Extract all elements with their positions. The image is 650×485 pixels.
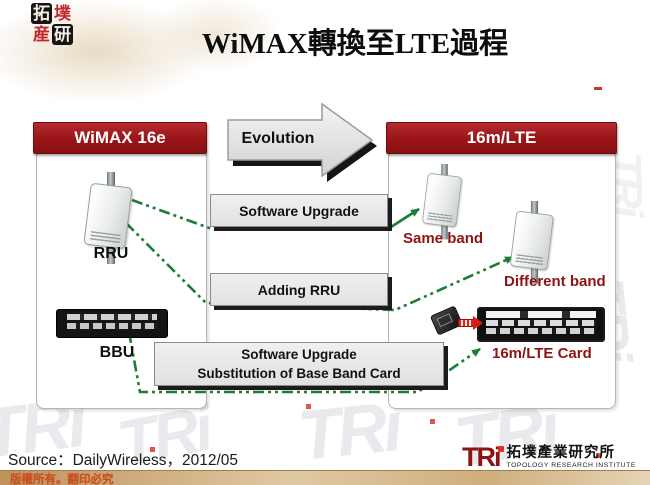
adding-rru-bar: Adding RRU — [210, 273, 388, 306]
seal-char: 墣 — [54, 4, 71, 23]
footer-bar — [0, 470, 650, 485]
upgrade-substitution-bar: Software Upgrade Substitution of Base Ba… — [154, 342, 444, 386]
lte-server-image — [477, 307, 605, 342]
watermark-red-dot — [150, 447, 155, 452]
rru-body — [83, 182, 133, 250]
different-band-label: Different band — [504, 273, 606, 290]
server-slot-row — [486, 311, 596, 318]
bar-label: Adding RRU — [257, 281, 341, 298]
evolution-label: Evolution — [241, 130, 315, 147]
wimax-column-header: WiMAX 16e — [33, 122, 207, 154]
tri-seal-logo: 拓 墣 産 研 — [31, 3, 73, 45]
same-band-device-image — [421, 164, 467, 240]
different-band-device-image — [509, 201, 559, 284]
bar-label: Substitution of Base Band Card — [197, 366, 401, 381]
bbu-server-image — [56, 309, 168, 338]
tri-logotype: TRi — [462, 442, 504, 472]
seal-char: 拓 — [31, 3, 52, 24]
server-slot-row — [486, 328, 596, 334]
red-arrow-icon — [458, 316, 483, 330]
tri-watermark: TRi — [294, 386, 403, 476]
tri-footer-logo: TRi 拓墣產業研究所 TOPOLOGY RESEARCH INSTITUTE — [462, 442, 636, 472]
rru-body — [509, 210, 554, 271]
watermark-red-dot — [430, 419, 435, 424]
bar-label: Software Upgrade — [241, 347, 357, 362]
lte-card-label: 16m/LTE Card — [492, 345, 592, 362]
tri-english-name: TOPOLOGY RESEARCH INSTITUTE — [506, 462, 636, 469]
seal-char: 研 — [52, 24, 73, 45]
evolution-arrow-shape — [227, 102, 377, 182]
bbu-label: BBU — [99, 344, 135, 361]
source-citation: Source：DailyWireless，2012/05 — [8, 452, 239, 469]
red-dash-decoration — [594, 87, 602, 90]
tri-chinese-name: 拓墣產業研究所 — [506, 445, 615, 461]
copyright-notice: 版權所有。翻印必究 — [10, 474, 114, 485]
watermark-red-dot — [596, 453, 601, 458]
seal-char: 産 — [33, 25, 50, 44]
server-slot-row — [67, 314, 157, 320]
slide-title: WiMAX轉換至LTE過程 — [201, 28, 509, 60]
watermark-red-dot — [540, 446, 545, 451]
watermark-red-dot — [306, 404, 311, 409]
server-slot-row — [67, 323, 157, 329]
rru-label: RRU — [93, 245, 129, 262]
rru-device-image — [83, 172, 138, 264]
software-upgrade-bar: Software Upgrade — [210, 194, 388, 227]
same-band-label: Same band — [403, 230, 484, 247]
tri-logo-dot-icon — [498, 446, 504, 452]
rru-body — [421, 172, 463, 228]
bar-label: Software Upgrade — [239, 202, 359, 219]
tri-logotype-text: TRi — [462, 442, 501, 472]
server-slot-row — [486, 320, 596, 326]
lte-column-header: 16m/LTE — [386, 122, 617, 154]
